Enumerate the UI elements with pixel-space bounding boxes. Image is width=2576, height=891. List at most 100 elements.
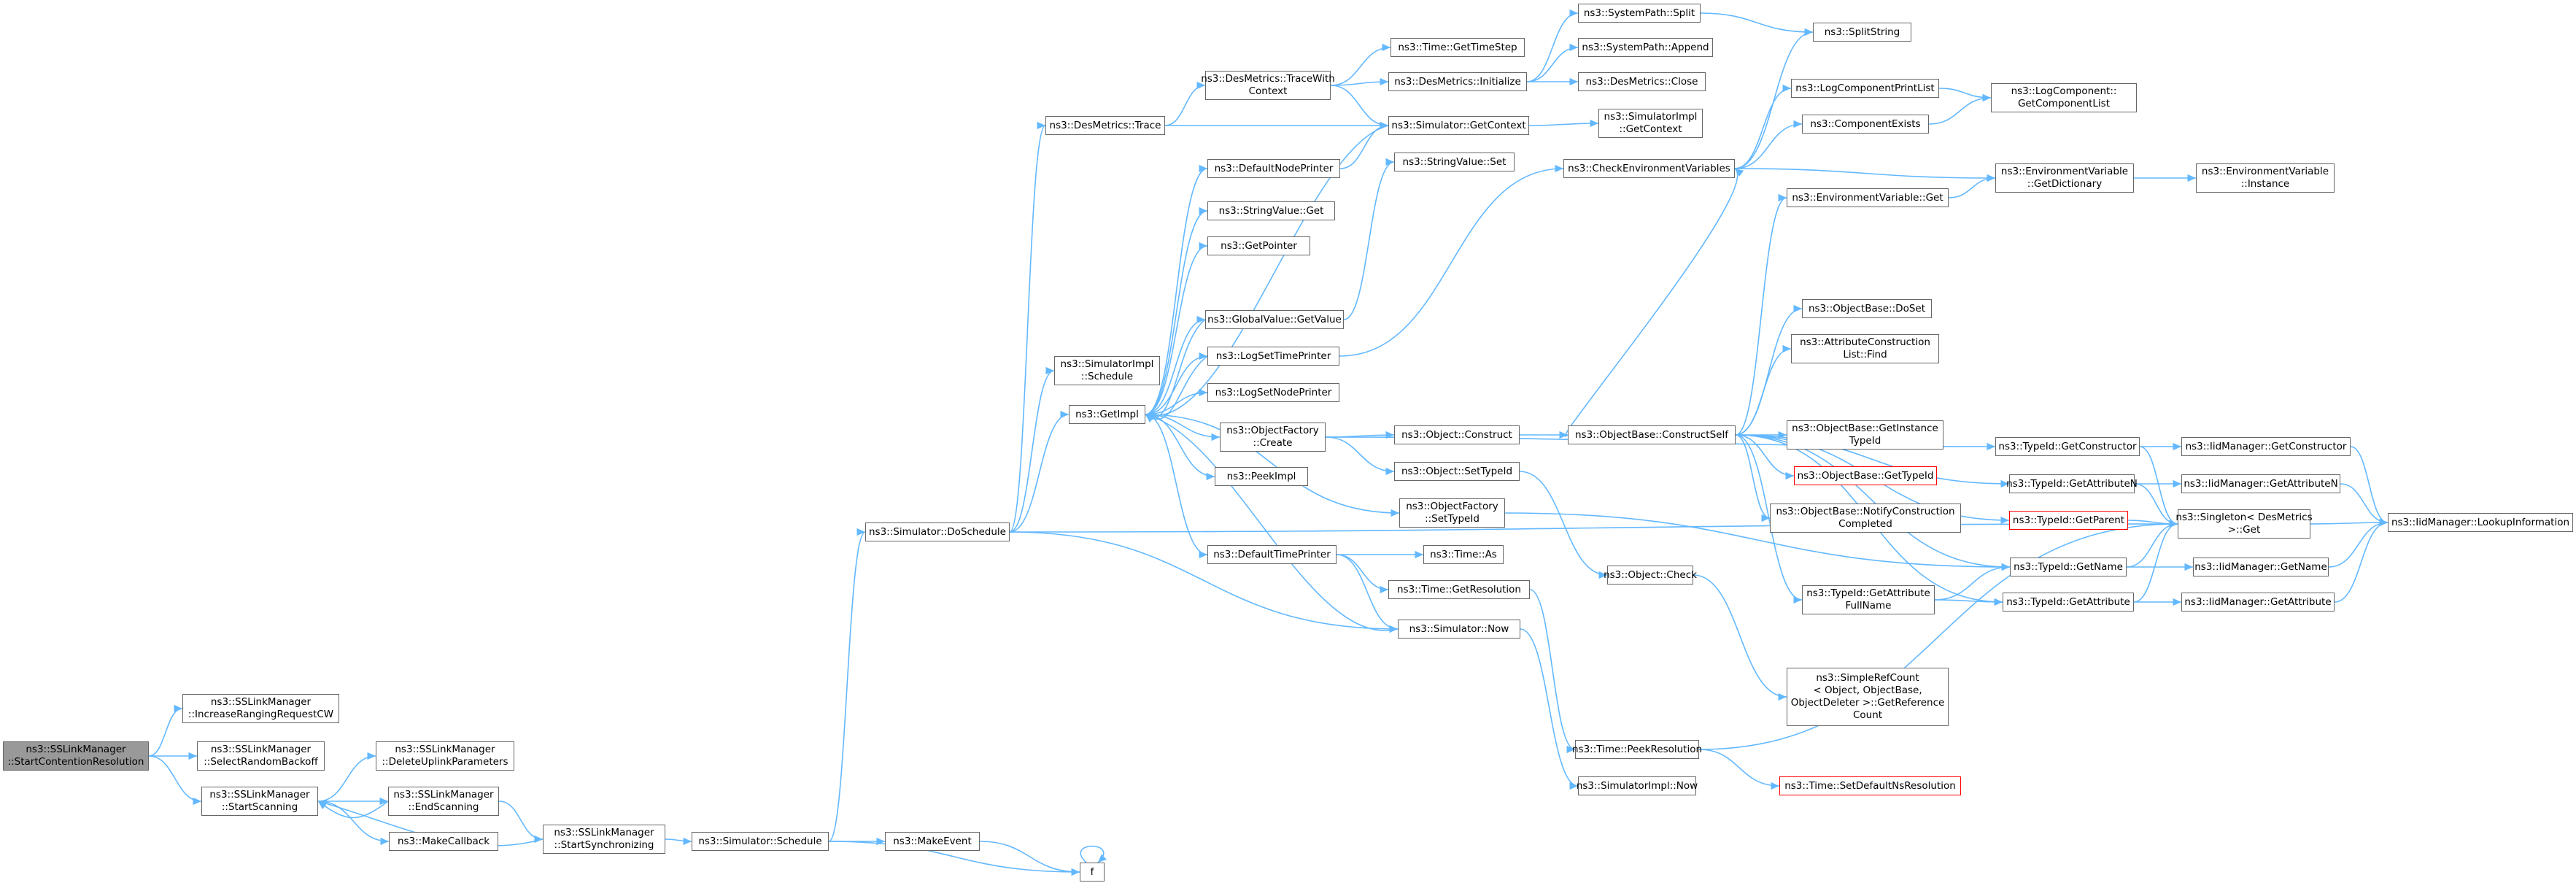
node-gv-get-value[interactable]: ns3::GlobalValue::GetValue	[1205, 310, 1344, 329]
node-log-print-list[interactable]: ns3::LogComponentPrintList	[1791, 79, 1939, 98]
node-comp-exists[interactable]: ns3::ComponentExists	[1802, 115, 1929, 134]
edge-peekResolution-to-setDefaultNs	[1698, 749, 1780, 790]
edge-tidGetAttrFull-to-tidGetName	[1934, 563, 2011, 601]
node-tid-get-attr-full[interactable]: ns3::TypeId::GetAttribute FullName	[1802, 585, 1935, 614]
node-des-init[interactable]: ns3::DesMetrics::Initialize	[1388, 72, 1527, 91]
node-schedule[interactable]: ns3::Simulator::Schedule	[692, 832, 829, 851]
edge-constructSelf-to-obDoSet	[1735, 304, 1803, 436]
edge-getContext-to-getImpl	[1145, 125, 1389, 420]
edge-constructSelf-to-obNotify	[1735, 434, 1771, 522]
node-tid-get-parent[interactable]: ns3::TypeId::GetParent	[2009, 511, 2128, 530]
edge-doSchedule-to-desTrace	[1009, 122, 1046, 533]
node-impl-schedule[interactable]: ns3::SimulatorImpl ::Schedule	[1054, 356, 1160, 385]
node-peek-resolution[interactable]: ns3::Time::PeekResolution	[1572, 740, 1702, 759]
node-env-instance[interactable]: ns3::EnvironmentVariable ::Instance	[2196, 163, 2335, 193]
node-get-resolution[interactable]: ns3::Time::GetResolution	[1388, 580, 1530, 599]
node-ob-notify[interactable]: ns3::ObjectBase::NotifyConstruction Comp…	[1770, 504, 1961, 533]
node-obj-set-type-id[interactable]: ns3::Object::SetTypeId	[1394, 462, 1520, 481]
node-tid-get-ctor[interactable]: ns3::TypeId::GetConstructor	[1995, 437, 2140, 456]
node-iid-get-attr[interactable]: ns3::IidManager::GetAttribute	[2181, 593, 2335, 612]
edge-traceWith-to-getContext	[1330, 85, 1389, 130]
node-iid-get-attr-n[interactable]: ns3::IidManager::GetAttributeN	[2181, 474, 2340, 493]
node-get-context[interactable]: ns3::Simulator::GetContext	[1388, 116, 1529, 135]
node-time-as[interactable]: ns3::Time::As	[1423, 545, 1504, 564]
node-simple-ref[interactable]: ns3::SimpleRefCount < Object, ObjectBase…	[1787, 668, 1949, 726]
node-iid-lookup[interactable]: ns3::IidManager::LookupInformation	[2388, 513, 2573, 532]
node-root[interactable]: ns3::SSLinkManager ::StartContentionReso…	[3, 741, 149, 771]
edge-doSchedule-to-implSchedule	[1009, 366, 1055, 533]
node-str-value-get[interactable]: ns3::StringValue::Get	[1207, 201, 1335, 220]
node-of-set-type-id[interactable]: ns3::ObjectFactory ::SetTypeId	[1399, 498, 1505, 528]
node-tid-get-attr[interactable]: ns3::TypeId::GetAttribute	[2003, 593, 2134, 612]
edge-tidGetAttrFull-to-tidGetAttr	[1934, 598, 2003, 606]
node-str-value-set[interactable]: ns3::StringValue::Set	[1394, 153, 1515, 171]
edge-tidGetParent-to-singleton	[2127, 520, 2178, 528]
node-of-create[interactable]: ns3::ObjectFactory ::Create	[1220, 423, 1326, 452]
node-sim-now[interactable]: ns3::Simulator::Now	[1398, 620, 1520, 639]
node-split-string[interactable]: ns3::SplitString	[1813, 23, 1911, 42]
node-des-close[interactable]: ns3::DesMetrics::Close	[1578, 72, 1706, 91]
node-get-pointer[interactable]: ns3::GetPointer	[1207, 236, 1310, 255]
node-get-time-step[interactable]: ns3::Time::GetTimeStep	[1391, 38, 1525, 57]
node-log-set-time[interactable]: ns3::LogSetTimePrinter	[1207, 347, 1339, 366]
edge-simNow-to-implNow	[1520, 628, 1579, 790]
node-iid-get-name[interactable]: ns3::IidManager::GetName	[2193, 558, 2329, 576]
node-del-uplink[interactable]: ns3::SSLinkManager ::DeleteUplinkParamet…	[376, 741, 514, 771]
node-sys-split[interactable]: ns3::SystemPath::Split	[1578, 4, 1701, 23]
edge-defTimePrinter-to-getResolution	[1336, 554, 1389, 594]
node-impl-get-context[interactable]: ns3::SimulatorImpl ::GetContext	[1598, 109, 1703, 138]
node-tid-get-attr-n[interactable]: ns3::TypeId::GetAttributeN	[2006, 474, 2138, 493]
node-get-impl[interactable]: ns3::GetImpl	[1069, 405, 1145, 424]
edge-endScan-to-startSync	[498, 801, 544, 844]
node-obj-check[interactable]: ns3::Object::Check	[1604, 566, 1697, 585]
node-des-trace[interactable]: ns3::DesMetrics::Trace	[1045, 116, 1165, 135]
node-sys-append[interactable]: ns3::SystemPath::Append	[1578, 38, 1713, 57]
node-start-scan[interactable]: ns3::SSLinkManager ::StartScanning	[201, 787, 318, 816]
node-check-env[interactable]: ns3::CheckEnvironmentVariables	[1563, 159, 1735, 178]
node-iid-get-ctor[interactable]: ns3::IidManager::GetConstructor	[2181, 437, 2351, 456]
node-attr-find[interactable]: ns3::AttributeConstruction List::Find	[1791, 334, 1939, 363]
edge-getImpl-to-defNodePrinter	[1145, 164, 1208, 415]
node-def-node-printer[interactable]: ns3::DefaultNodePrinter	[1207, 159, 1340, 178]
edge-constructSelf-to-checkEnv	[1564, 168, 1744, 437]
edge-traceWith-to-getTimeStep	[1330, 43, 1391, 86]
edge-getImpl-to-getPointer	[1145, 242, 1208, 415]
node-ob-get-inst[interactable]: ns3::ObjectBase::GetInstance TypeId	[1787, 420, 1943, 450]
edge-objSetTypeId-to-objCheck	[1519, 471, 1608, 579]
node-trace-with[interactable]: ns3::DesMetrics::TraceWith Context	[1201, 71, 1335, 100]
edge-iidGetAttrN-to-iidLookup	[2340, 483, 2389, 527]
node-tid-get-name[interactable]: ns3::TypeId::GetName	[2010, 558, 2127, 576]
node-make-cb[interactable]: ns3::MakeCallback	[389, 832, 498, 851]
edge-defTimePrinter-to-simNow	[1336, 554, 1399, 633]
node-do-schedule[interactable]: ns3::Simulator::DoSchedule	[865, 522, 1010, 541]
node-singleton[interactable]: ns3::Singleton< DesMetrics >::Get	[2175, 509, 2313, 539]
edge-endScan-to-startScan	[317, 801, 389, 819]
node-make-event[interactable]: ns3::MakeEvent	[885, 832, 980, 851]
edge-doSchedule-to-getImpl	[1009, 410, 1070, 533]
node-end-scan[interactable]: ns3::SSLinkManager ::EndScanning	[388, 787, 499, 816]
edge-iidGetName-to-iidLookup	[2328, 518, 2389, 568]
node-obj-construct[interactable]: ns3::Object::Construct	[1394, 425, 1520, 444]
edge-defNodePrinter-to-getContext	[1339, 121, 1389, 169]
edge-logSetTime-to-checkEnv	[1339, 164, 1564, 357]
node-inc-ranging[interactable]: ns3::SSLinkManager ::IncreaseRangingRequ…	[182, 694, 339, 723]
edge-objCheck-to-simpleRef	[1693, 574, 1787, 701]
node-construct-self[interactable]: ns3::ObjectBase::ConstructSelf	[1568, 425, 1736, 444]
node-sel-random[interactable]: ns3::SSLinkManager ::SelectRandomBackoff	[197, 741, 325, 771]
node-def-time-printer[interactable]: ns3::DefaultTimePrinter	[1207, 545, 1337, 564]
edge-gvGetValue-to-strValueSet	[1343, 158, 1395, 320]
node-env-get[interactable]: ns3::EnvironmentVariable::Get	[1787, 188, 1949, 207]
edge-simNow-to-getImpl	[1145, 412, 1399, 631]
node-log-set-node[interactable]: ns3::LogSetNodePrinter	[1207, 383, 1339, 402]
node-impl-now[interactable]: ns3::SimulatorImpl::Now	[1577, 776, 1698, 795]
node-ob-do-set[interactable]: ns3::ObjectBase::DoSet	[1802, 299, 1932, 318]
node-f[interactable]: f	[1080, 863, 1105, 882]
edge-getImpl-to-strValueGet	[1145, 207, 1208, 415]
node-env-dict[interactable]: ns3::EnvironmentVariable ::GetDictionary	[1995, 163, 2134, 193]
node-ob-get-type-id[interactable]: ns3::ObjectBase::GetTypeId	[1794, 466, 1937, 485]
node-log-get-list[interactable]: ns3::LogComponent:: GetComponentList	[1991, 83, 2137, 112]
edge-doSchedule-to-singleton	[1009, 520, 2178, 533]
node-peek-impl[interactable]: ns3::PeekImpl	[1215, 467, 1308, 486]
node-start-sync[interactable]: ns3::SSLinkManager ::StartSynchronizing	[543, 825, 665, 854]
node-set-default-ns[interactable]: ns3::Time::SetDefaultNsResolution	[1779, 776, 1961, 795]
